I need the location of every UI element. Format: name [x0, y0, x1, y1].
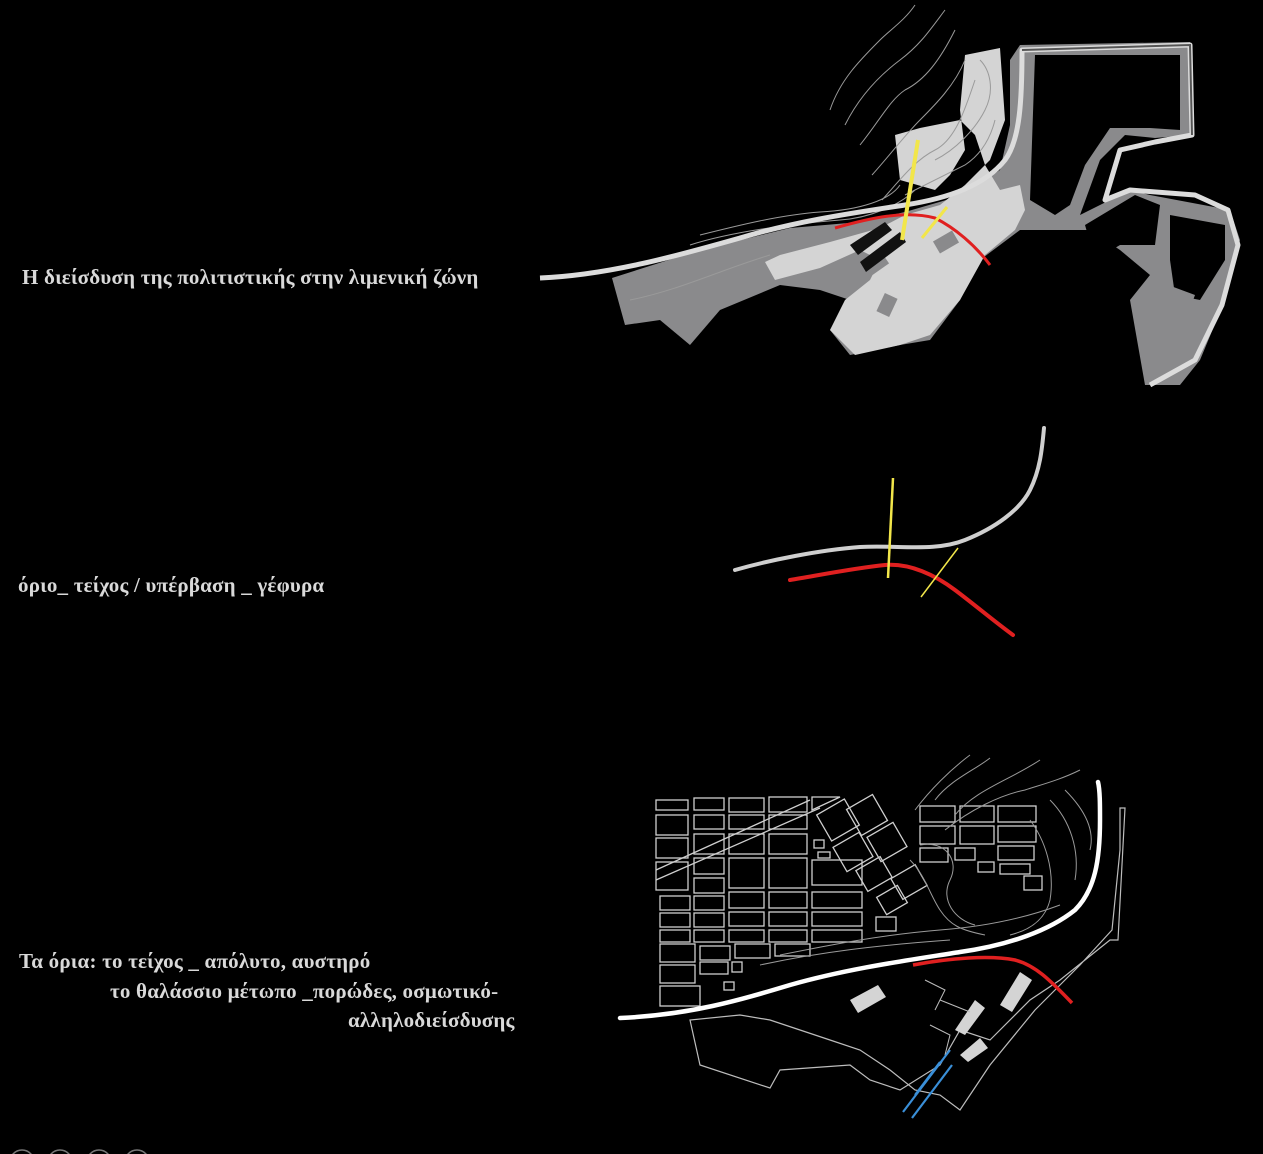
sea-front-line-middle — [788, 562, 1015, 637]
city-blocks — [655, 793, 1043, 1007]
port-penetration-diagram — [539, 4, 1241, 388]
bridge-line-top-1 — [900, 139, 920, 241]
bridge-line-middle-2 — [920, 547, 959, 598]
caption-boundaries-line1: Τα όρια: το τείχος _ απόλυτο, αυστηρό — [19, 949, 371, 973]
caption-boundaries-line3: αλληλοδιείσδυσης — [348, 1008, 515, 1032]
bridge-line-top-2 — [920, 206, 949, 239]
wall-line-bottom — [617, 779, 1103, 1021]
caption-boundary-wall-bridge: όριο_ τείχος / υπέρβαση _ γέφυρα — [18, 573, 325, 597]
contour-lines — [629, 4, 996, 301]
wall-bridge-diagram — [733, 426, 1046, 637]
sea-front-line-bottom — [912, 955, 1074, 1005]
harbour-outline — [689, 807, 1126, 1111]
page-dot-3[interactable] — [87, 1149, 111, 1154]
caption-cultural-penetration: Η διείσδυση της πολιτιστικής στην λιμενι… — [22, 265, 479, 289]
page-dot-2[interactable] — [48, 1149, 72, 1154]
city-grid-diagram — [617, 754, 1126, 1119]
caption-boundaries-line2: το θαλάσσιο μέτωπο _πορώδες, οσμωτικό- — [110, 979, 499, 1003]
cultural-zone-light — [765, 48, 1025, 355]
contour-lines-bottom — [759, 754, 1092, 966]
page-dot-4[interactable] — [125, 1149, 149, 1154]
wall-line-middle — [733, 426, 1046, 572]
page-indicator-dots[interactable] — [10, 1149, 149, 1154]
page-dot-1[interactable] — [10, 1149, 34, 1154]
pier-outlines — [924, 979, 971, 1056]
bridge-line-middle-1 — [886, 477, 895, 579]
pier-blocks — [850, 972, 1032, 1062]
blue-piers — [902, 1049, 953, 1119]
sea-front-line-top — [834, 213, 992, 266]
